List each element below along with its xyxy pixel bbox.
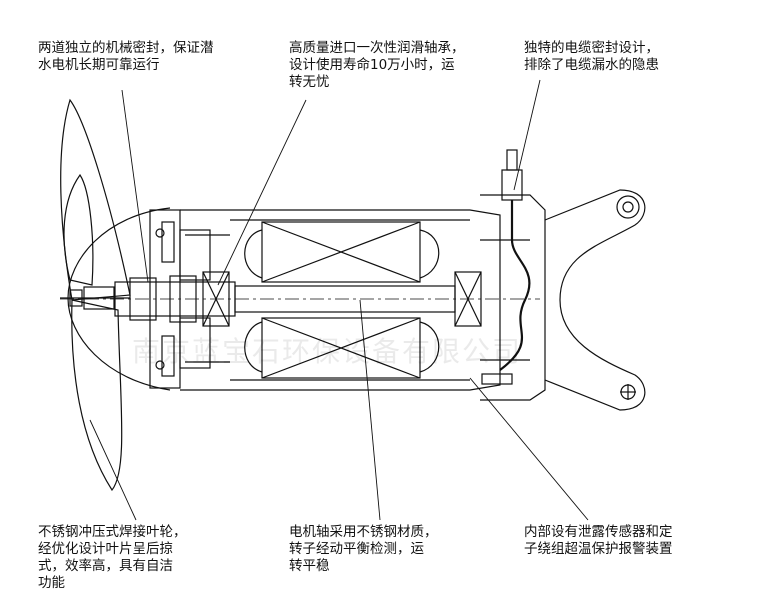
sensor-bolt	[481, 373, 513, 385]
lower-blade	[71, 299, 123, 492]
stator-winding-bottom	[261, 317, 421, 379]
callout-line: 功能	[38, 575, 65, 591]
front-seal-housing	[149, 209, 230, 389]
callout-line: 两道独立的机械密封，保证潜	[38, 40, 214, 56]
callout-cable-seal: 独特的电缆密封设计， 排除了电缆漏水的隐患	[524, 40, 659, 74]
cable-gland	[499, 149, 531, 371]
callout-line: 电机轴采用不锈钢材质，	[289, 524, 438, 540]
winding-end-front-bottom	[244, 321, 263, 373]
watermark: 南京蓝宝石环保设备有限公司	[132, 335, 523, 368]
callout-sensor: 内部设有泄露传感器和定 子绕组超温保护报警装置	[524, 524, 673, 558]
callout-shaft: 电机轴采用不锈钢材质， 转子经动平衡检测，运 转平稳	[289, 524, 438, 575]
callout-mechanical-seal: 两道独立的机械密封，保证潜 水电机长期可靠运行	[38, 40, 214, 74]
callout-line: 内部设有泄露传感器和定	[524, 524, 673, 540]
callout-line: 水电机长期可靠运行	[38, 57, 160, 73]
callout-line: 转平稳	[289, 558, 330, 574]
callout-impeller: 不锈钢冲压式焊接叶轮， 经优化设计叶片呈后掠 式，效率高，具有自洁 功能	[38, 524, 187, 592]
leader-lines	[89, 79, 589, 521]
motor-housing	[180, 209, 501, 391]
callout-line: 子绕组超温保护报警装置	[524, 541, 673, 557]
callout-line: 排除了电缆漏水的隐患	[524, 57, 659, 73]
callout-line: 转子经动平衡检测，运	[289, 541, 424, 557]
stator-winding-top	[261, 221, 421, 283]
left-blade	[63, 173, 94, 286]
upper-blade	[60, 98, 131, 301]
callout-line: 设计使用寿命10万小时，运	[289, 57, 455, 73]
rear-bearing	[454, 271, 482, 327]
hub-bolt	[83, 286, 115, 310]
mounting-bracket	[544, 189, 646, 411]
winding-end-rear-bottom	[419, 321, 440, 373]
callout-line: 高质量进口一次性润滑轴承，	[289, 40, 465, 56]
hub-nut	[69, 289, 83, 307]
callout-line: 式，效率高，具有自洁	[38, 558, 173, 574]
callout-line: 转无忧	[289, 74, 330, 90]
callout-line: 独特的电缆密封设计，	[524, 40, 659, 56]
callout-line: 不锈钢冲压式焊接叶轮，	[38, 524, 187, 540]
callout-line: 经优化设计叶片呈后掠	[38, 541, 173, 557]
bracket-hole-top	[616, 195, 640, 219]
winding-end-rear-top	[419, 229, 440, 279]
winding-end-front-top	[244, 229, 263, 279]
callout-bearing: 高质量进口一次性润滑轴承， 设计使用寿命10万小时，运 转无忧	[289, 40, 465, 91]
